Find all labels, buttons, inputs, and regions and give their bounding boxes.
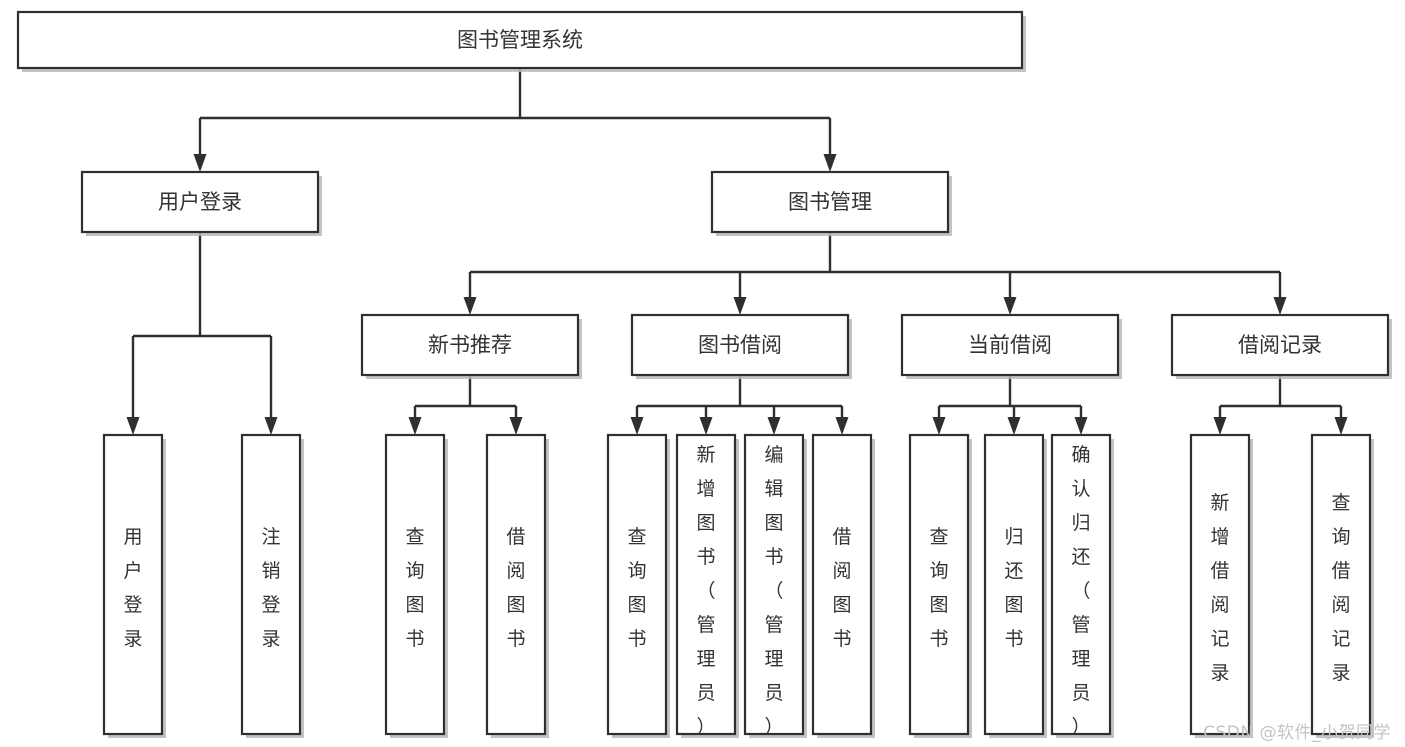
node-box[interactable]: [675, 433, 737, 736]
node-label: 借阅图书: [832, 526, 851, 650]
node-user-login[interactable]: 用户登录: [80, 170, 322, 236]
node-leaf-return-book[interactable]: 归还图书: [983, 433, 1047, 738]
node-label: 新书推荐: [428, 333, 512, 357]
node-box[interactable]: [630, 313, 850, 377]
node-label: 查询图书: [929, 526, 948, 650]
node-box[interactable]: [384, 433, 446, 736]
node-box[interactable]: [80, 170, 320, 234]
arrow-head-icon: [932, 417, 946, 435]
node-label: 用户登录: [123, 526, 142, 650]
node-label: 图书管理系统: [457, 28, 583, 52]
node-box[interactable]: [360, 313, 580, 377]
node-borrow-record[interactable]: 借阅记录: [1170, 313, 1392, 379]
arrow-head-icon: [1273, 297, 1287, 315]
node-leaf-user-logout[interactable]: 注销登录: [240, 433, 304, 738]
node-box[interactable]: [908, 433, 970, 736]
node-label: 当前借阅: [968, 333, 1052, 357]
arrow-head-icon: [193, 154, 207, 172]
arrow-head-icon: [823, 154, 837, 172]
arrow-head-icon: [1334, 417, 1348, 435]
node-box[interactable]: [811, 433, 873, 736]
arrow-head-icon: [509, 417, 523, 435]
arrow-head-icon: [767, 417, 781, 435]
connector-layer: [126, 68, 1348, 435]
node-label: 查询借阅记录: [1331, 492, 1350, 684]
node-box[interactable]: [983, 433, 1045, 736]
node-leaf-query-book-rec[interactable]: 查询图书: [384, 433, 448, 738]
node-label: 查询图书: [627, 526, 646, 650]
node-box[interactable]: [102, 433, 164, 736]
node-leaf-edit-book[interactable]: 编辑图书（管理员）: [743, 433, 807, 738]
node-current-borrow[interactable]: 当前借阅: [900, 313, 1122, 379]
node-label: 查询图书: [405, 526, 424, 650]
arrow-head-icon: [264, 417, 278, 435]
arrow-head-icon: [408, 417, 422, 435]
node-label: 确认归还（管理员）: [1071, 444, 1090, 738]
node-box[interactable]: [485, 433, 547, 736]
node-label: 图书管理: [788, 190, 872, 214]
node-leaf-user-login[interactable]: 用户登录: [102, 433, 166, 738]
node-label: 借阅图书: [506, 526, 525, 650]
node-label: 编辑图书（管理员）: [764, 444, 783, 738]
arrow-head-icon: [699, 417, 713, 435]
node-label: 借阅记录: [1238, 333, 1322, 357]
node-label: 新增借阅记录: [1210, 492, 1229, 684]
node-leaf-query-book-cur[interactable]: 查询图书: [908, 433, 972, 738]
arrow-head-icon: [1213, 417, 1227, 435]
node-label: 注销登录: [261, 526, 280, 650]
node-box[interactable]: [1310, 433, 1372, 736]
node-box[interactable]: [240, 433, 302, 736]
node-leaf-borrow-book-rec[interactable]: 借阅图书: [485, 433, 549, 738]
node-box[interactable]: [606, 433, 668, 736]
node-box[interactable]: [1170, 313, 1390, 377]
arrow-head-icon: [1003, 297, 1017, 315]
arrow-head-icon: [835, 417, 849, 435]
node-box[interactable]: [16, 10, 1024, 70]
node-layer: 图书管理系统用户登录图书管理新书推荐图书借阅当前借阅借阅记录用户登录注销登录查询…: [16, 10, 1392, 738]
node-label: 用户登录: [158, 190, 242, 214]
node-box[interactable]: [710, 170, 950, 234]
node-leaf-confirm-return[interactable]: 确认归还（管理员）: [1050, 433, 1114, 738]
arrow-head-icon: [126, 417, 140, 435]
node-book-manage[interactable]: 图书管理: [710, 170, 952, 236]
node-book-borrow[interactable]: 图书借阅: [630, 313, 852, 379]
node-leaf-borrow-book[interactable]: 借阅图书: [811, 433, 875, 738]
arrow-head-icon: [463, 297, 477, 315]
node-leaf-add-book[interactable]: 新增图书（管理员）: [675, 433, 739, 738]
node-box[interactable]: [900, 313, 1120, 377]
node-label: 归还图书: [1004, 526, 1023, 650]
node-box[interactable]: [743, 433, 805, 736]
node-leaf-query-record[interactable]: 查询借阅记录: [1310, 433, 1374, 738]
node-leaf-query-book[interactable]: 查询图书: [606, 433, 670, 738]
node-box[interactable]: [1189, 433, 1251, 736]
node-root[interactable]: 图书管理系统: [16, 10, 1026, 72]
arrow-head-icon: [1074, 417, 1088, 435]
arrow-head-icon: [733, 297, 747, 315]
node-label: 图书借阅: [698, 333, 782, 357]
node-leaf-add-record[interactable]: 新增借阅记录: [1189, 433, 1253, 738]
node-box[interactable]: [1050, 433, 1112, 736]
node-new-book-rec[interactable]: 新书推荐: [360, 313, 582, 379]
arrow-head-icon: [630, 417, 644, 435]
arrow-head-icon: [1007, 417, 1021, 435]
node-label: 新增图书（管理员）: [696, 444, 715, 738]
